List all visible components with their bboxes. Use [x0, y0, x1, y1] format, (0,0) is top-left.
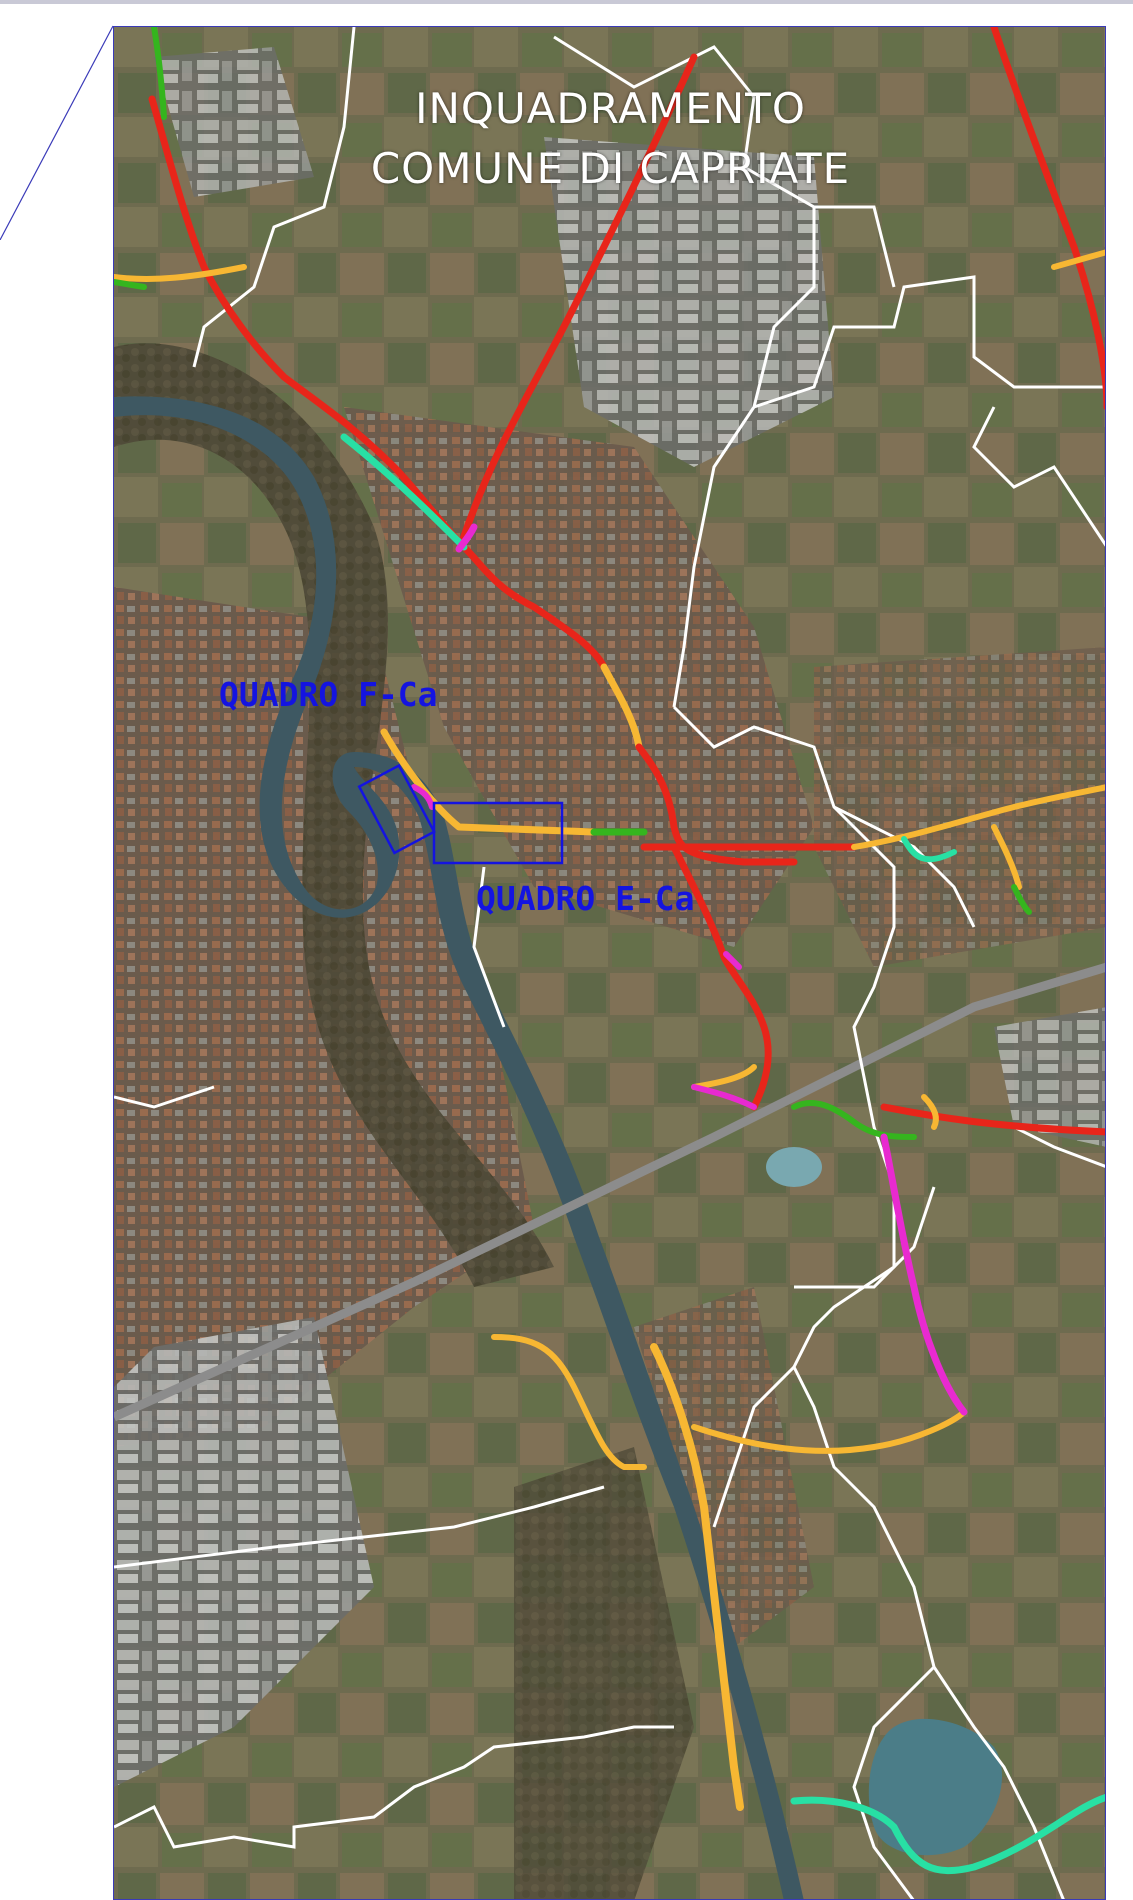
map-title-line2: COMUNE DI CAPRIATE [370, 144, 851, 193]
water-park-pond [766, 1147, 822, 1187]
route-teal-south [790, 1793, 1105, 1875]
riverside-woodland [114, 343, 554, 1287]
route-magenta-center [723, 951, 742, 970]
label-quadro-f[interactable]: QUADRO F-Ca [219, 675, 438, 714]
route-orange-center [600, 663, 643, 751]
route-orange-northeast [1051, 249, 1105, 270]
route-orange-south-east [691, 1409, 967, 1454]
urban-area-east [814, 647, 1105, 967]
industrial-area-east [994, 1007, 1105, 1147]
industrial-area-northwest [154, 47, 314, 197]
route-red-northeast [990, 27, 1105, 410]
route-red-center-north [460, 543, 608, 671]
frame-quadro-e[interactable] [432, 801, 564, 865]
route-teal-northwest [340, 433, 468, 551]
route-orange-west [114, 264, 247, 282]
route-green-west [114, 279, 147, 290]
frame-quadro-f[interactable] [357, 763, 436, 855]
route-teal-east [901, 836, 957, 863]
route-magenta-south [880, 1133, 968, 1416]
route-orange-southwest [491, 1334, 647, 1470]
route-green-north [151, 27, 167, 120]
municipal-boundaries [114, 27, 1105, 1899]
route-orange-interchange [921, 1094, 939, 1130]
map-panel[interactable]: INQUADRAMENTO COMUNE DI CAPRIATE QUADRO … [113, 26, 1106, 1900]
route-magenta-west [691, 1084, 757, 1110]
label-quadro-e[interactable]: QUADRO E-Ca [476, 879, 695, 918]
highway-a4 [114, 962, 1105, 1422]
route-magenta-quadro [411, 784, 435, 810]
route-green-east [1011, 884, 1032, 915]
route-magenta-north [455, 523, 478, 553]
route-red-north [458, 53, 698, 546]
callout-leader-line [0, 25, 114, 240]
page-top-border [0, 0, 1133, 4]
aerial-map[interactable] [114, 27, 1106, 1900]
route-orange-south [650, 1343, 744, 1811]
woodland-south [514, 1447, 694, 1899]
route-orange-east-branch [991, 824, 1022, 890]
route-orange-junction [691, 1064, 757, 1090]
route-red-south [670, 843, 772, 1111]
route-green-interchange [791, 1100, 917, 1140]
route-red-northwest [148, 95, 468, 551]
route-red-east [880, 1103, 1105, 1136]
urban-area-south [634, 1287, 814, 1647]
map-title-line1: INQUADRAMENTO [415, 84, 806, 133]
lake-south [868, 1718, 1003, 1856]
route-red-center [635, 743, 748, 866]
